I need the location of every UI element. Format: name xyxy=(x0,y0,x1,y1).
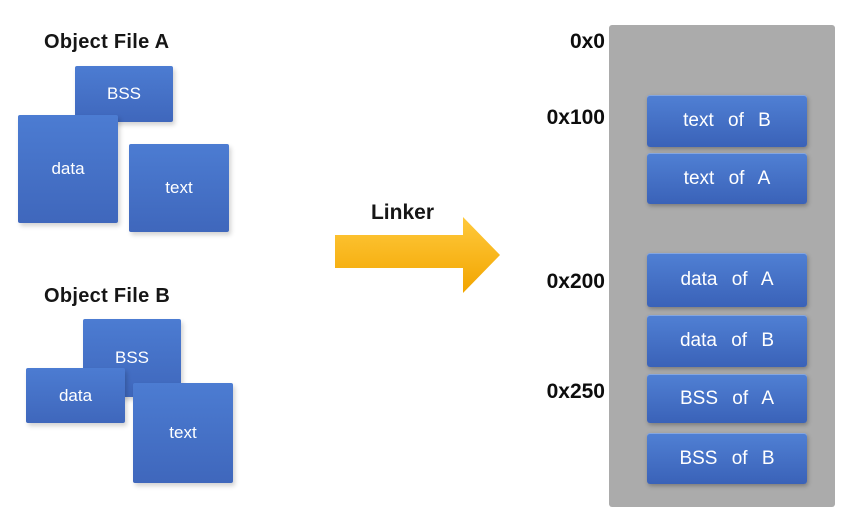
memory-segment-data-of-b: data of B xyxy=(647,315,807,367)
memory-segment-bss-of-b: BSS of B xyxy=(647,433,807,484)
memory-segment-data-of-a: data of A xyxy=(647,253,807,307)
address-label-0x250: 0x250 xyxy=(546,380,605,403)
memory-layout-column: text of B text of A data of A data of B … xyxy=(609,25,835,507)
segment-label: text of A xyxy=(683,167,771,189)
address-label-0x100: 0x100 xyxy=(546,106,605,129)
block-label: text xyxy=(165,178,193,197)
object-file-a-bss-block: BSS xyxy=(75,66,173,122)
address-label-0x200: 0x200 xyxy=(546,270,605,293)
object-file-b-title: Object File B xyxy=(44,285,171,307)
segment-label: data of A xyxy=(680,269,774,290)
object-file-b-data-block: data xyxy=(26,368,125,423)
segment-label: data of B xyxy=(679,330,775,351)
segment-label: text of B xyxy=(683,110,771,131)
address-label-0x0: 0x0 xyxy=(569,30,605,53)
right-arrow-icon xyxy=(335,217,500,293)
object-file-a-text-block: text xyxy=(129,144,229,232)
memory-segment-bss-of-a: BSS of A xyxy=(647,374,807,423)
memory-segment-text-of-a: text of A xyxy=(647,153,807,204)
object-file-a-data-block: data xyxy=(18,115,118,223)
memory-segment-text-of-b: text of B xyxy=(647,95,807,147)
object-file-a-title: Object File A xyxy=(44,31,170,53)
object-file-b-text-block: text xyxy=(133,383,233,483)
block-label: BSS xyxy=(114,348,150,367)
block-label: BSS xyxy=(106,84,142,103)
segment-label: BSS of A xyxy=(679,387,775,409)
linker-label: Linker xyxy=(370,201,435,224)
block-label: text xyxy=(169,423,197,442)
block-label: data xyxy=(51,159,85,178)
block-label: data xyxy=(58,385,93,405)
segment-label: BSS of B xyxy=(679,447,775,469)
